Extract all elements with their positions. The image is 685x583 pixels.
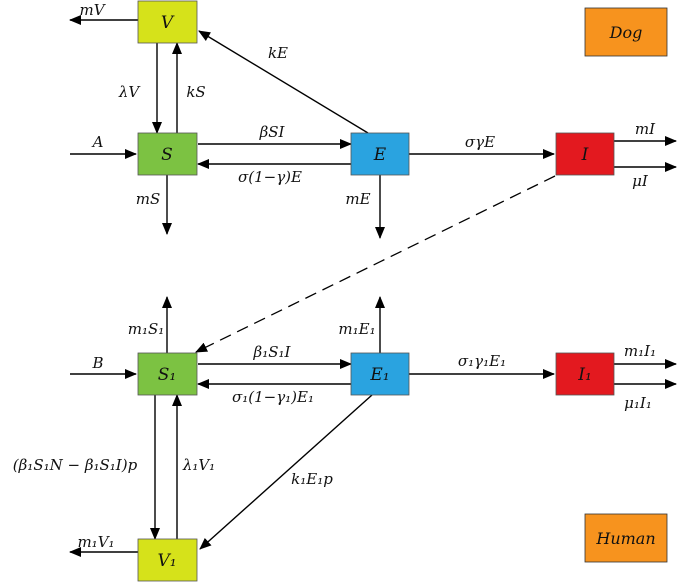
flow-label-sigma1-one-minus-gamma1-E1: σ₁(1−γ₁)E₁	[232, 388, 314, 406]
compartment-V1-label: V₁	[157, 551, 176, 571]
flow-label-mV: mV	[79, 1, 106, 19]
compartment-S-label: S	[161, 145, 173, 165]
compartment-I1-label: I₁	[577, 365, 592, 385]
flow-label-k1E1p: k₁E₁p	[291, 470, 333, 488]
flow-label-lambdaV: λV	[118, 83, 142, 101]
compartment-S: S	[137, 132, 198, 176]
compartment-I1: I₁	[555, 352, 615, 396]
flow-label-mu1I1: μ₁I₁	[624, 394, 652, 412]
dog-tag-label: Dog	[609, 23, 643, 42]
flow-label-kE: kE	[268, 44, 288, 62]
flow-label-B: B	[91, 354, 103, 372]
dashed-I-to-S1	[195, 175, 556, 353]
compartment-V-label: V	[161, 13, 175, 33]
dog-tag: Dog	[584, 7, 668, 57]
flow-label-A: A	[91, 133, 104, 151]
compartment-S1: S₁	[137, 352, 198, 396]
compartment-V1: V₁	[137, 538, 198, 582]
flow-label-m1V1: m₁V₁	[77, 533, 114, 551]
flow-label-m1E1: m₁E₁	[338, 320, 375, 338]
human-tag-label: Human	[595, 529, 655, 548]
flow-label-vaccination-term: (β₁S₁N − β₁S₁I)p	[13, 456, 138, 474]
arrow-E-to-V	[198, 30, 369, 134]
flow-label-beta1S1I: β₁S₁I	[253, 343, 292, 361]
compartment-I: I	[555, 132, 615, 176]
compartment-I-label: I	[581, 145, 589, 165]
human-tag: Human	[584, 513, 668, 563]
compartment-V: V	[137, 0, 198, 44]
flow-label-sigma1-gamma1-E1: σ₁γ₁E₁	[458, 352, 506, 370]
flow-label-sigma-one-minus-gamma-E: σ(1−γ)E	[238, 168, 302, 186]
flow-label-betaSI: βSI	[259, 123, 286, 141]
flow-label-mS: mS	[136, 190, 161, 208]
compartment-E-label: E	[373, 145, 387, 165]
flow-label-m1I1: m₁I₁	[624, 342, 656, 360]
compartment-E1: E₁	[350, 352, 410, 396]
flow-label-muI: μI	[632, 172, 649, 190]
flow-label-lambda1V1: λ₁V₁	[182, 456, 215, 474]
flow-label-m1S1: m₁S₁	[128, 320, 165, 338]
compartment-E1-label: E₁	[369, 365, 389, 385]
compartment-E: E	[350, 132, 410, 176]
flow-label-kS: kS	[186, 83, 205, 101]
human-flows	[69, 296, 677, 557]
flow-label-mE: mE	[345, 190, 370, 208]
compartment-S1-label: S₁	[158, 365, 176, 385]
arrow-E1-to-V1	[199, 394, 373, 550]
flow-label-mI: mI	[635, 120, 656, 138]
dog-flows	[69, 15, 677, 239]
flow-label-sigma-gamma-E: σγE	[465, 133, 495, 151]
